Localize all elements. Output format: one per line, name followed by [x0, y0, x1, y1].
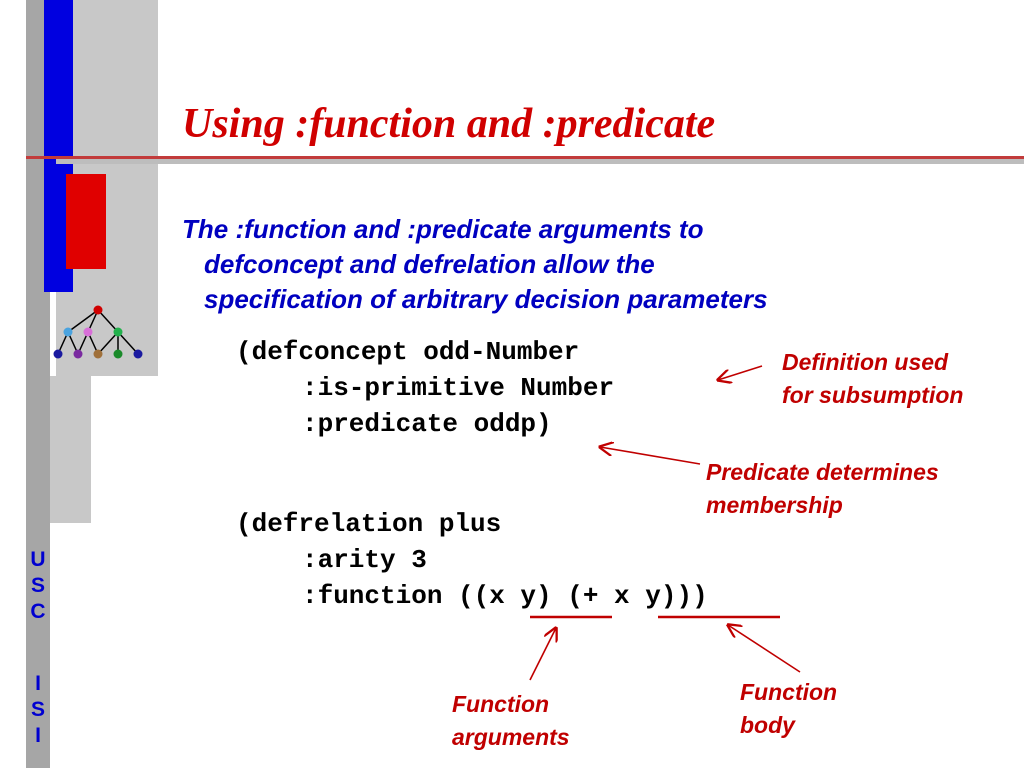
title-underline — [26, 156, 1024, 159]
code-line: :predicate oddp) — [302, 409, 552, 439]
sidebar-letter: U — [30, 548, 46, 571]
annotation-line: membership — [706, 492, 843, 518]
annotation-definition: Definition used for subsumption — [782, 346, 963, 412]
annotation-line: Function — [452, 691, 550, 717]
bullet-text: The :function and :predicate arguments t… — [182, 212, 982, 317]
arrow-function-arguments — [529, 628, 556, 681]
tree-hierarchy-icon — [53, 305, 143, 359]
sidebar-letter: C — [30, 600, 46, 623]
bullet-line: The :function and :predicate arguments t… — [182, 214, 704, 244]
bullet-line: specification of arbitrary decision para… — [204, 284, 768, 314]
sidebar-panel-lower — [50, 376, 91, 523]
arrow-definition — [718, 365, 763, 380]
annotation-line: Definition used — [782, 349, 949, 375]
sidebar-letter: I — [35, 724, 41, 747]
annotation-line: Predicate determines — [706, 459, 939, 485]
code-line: :arity 3 — [302, 545, 427, 575]
sidebar-letter: S — [30, 574, 45, 597]
code-line: (defconcept odd-Number — [236, 337, 580, 367]
annotation-line: arguments — [452, 724, 570, 750]
annotation-line: for subsumption — [782, 382, 964, 408]
annotation-predicate: Predicate determines membership — [706, 456, 939, 522]
sidebar-red-block — [66, 174, 106, 269]
annotation-function-body: Function body — [740, 676, 837, 742]
sidebar-letter: S — [30, 698, 45, 721]
code-line: :is-primitive Number — [302, 373, 615, 403]
annotation-line: body — [740, 712, 795, 738]
annotation-function-arguments: Function arguments — [452, 688, 570, 754]
code-line: :function ((x y) (+ x y))) — [302, 581, 708, 611]
arrow-function-body — [728, 625, 801, 673]
arrow-predicate — [600, 447, 701, 465]
title-underline-shadow — [56, 159, 1024, 164]
annotation-line: Function — [740, 679, 838, 705]
sidebar-letter: I — [35, 672, 41, 695]
code-line: (defrelation plus — [236, 509, 502, 539]
bullet-line: defconcept and defrelation allow the — [204, 249, 655, 279]
page-title: Using :function and :predicate — [182, 101, 716, 147]
